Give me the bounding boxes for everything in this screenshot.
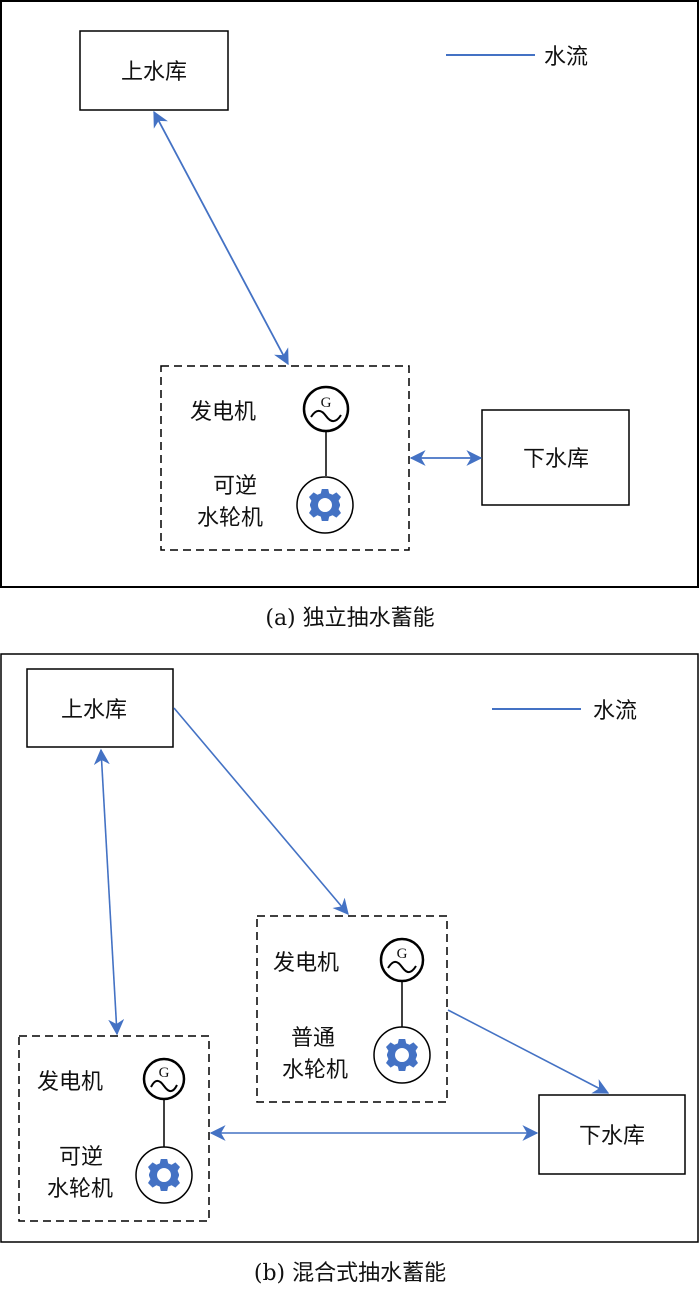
lower-reservoir-label: 下水库 <box>579 1124 645 1149</box>
legend-label: 水流 <box>593 699 637 724</box>
panel-a-frame <box>0 0 699 588</box>
generator-icon: G <box>302 385 350 433</box>
reversible-unit-a: 发电机 可逆 水轮机 G <box>160 365 410 551</box>
legend-b: 水流 <box>492 699 637 724</box>
generator-label: 发电机 <box>273 951 339 976</box>
generator-symbol: G <box>321 395 332 411</box>
upper-reservoir-b: 上水库 <box>26 668 174 748</box>
caption-a: (a) 独立抽水蓄能 <box>265 606 434 631</box>
flow-arrow-conventional-to-lower <box>447 1009 610 1094</box>
generator-label: 发电机 <box>190 400 256 425</box>
reversible-unit-b: 发电机 可逆 水轮机 G <box>18 1035 210 1222</box>
turbine-label-line2: 水轮机 <box>197 506 263 531</box>
lower-reservoir-box <box>481 409 630 506</box>
turbine-label-line1: 可逆 <box>59 1145 103 1170</box>
unit-boundary <box>18 1035 210 1222</box>
legend-a: 水流 <box>446 45 588 70</box>
generator-icon: G <box>142 1057 186 1101</box>
panel-b-frame <box>0 653 699 1243</box>
lower-reservoir-b: 下水库 <box>538 1094 686 1175</box>
turbine-label-line1: 可逆 <box>213 474 257 499</box>
upper-reservoir-box <box>26 668 174 748</box>
turbine-icon <box>373 1026 431 1084</box>
generator-label: 发电机 <box>37 1070 103 1095</box>
conventional-unit-b: 发电机 普通 水轮机 G <box>256 915 448 1103</box>
turbine-label-line2: 水轮机 <box>282 1058 348 1083</box>
lower-reservoir-label: 下水库 <box>523 447 589 472</box>
legend-label: 水流 <box>544 45 588 70</box>
upper-reservoir-a: 上水库 <box>79 30 229 111</box>
generator-symbol: G <box>159 1065 170 1081</box>
generator-symbol: G <box>397 946 408 962</box>
panel-b: 上水库 水流 发电机 普通 水轮机 G 发电机 <box>0 653 699 1243</box>
lower-reservoir-a: 下水库 <box>481 409 630 506</box>
caption-b: (b) 混合式抽水蓄能 <box>254 1261 446 1286</box>
unit-boundary <box>160 365 410 551</box>
upper-reservoir-label: 上水库 <box>61 698 127 723</box>
flow-arrow-upper-to-unit <box>153 110 289 366</box>
upper-reservoir-label: 上水库 <box>121 60 187 85</box>
turbine-label-line1: 普通 <box>291 1026 335 1051</box>
turbine-icon <box>135 1146 193 1204</box>
flow-arrow-upper-to-conventional <box>173 707 349 916</box>
turbine-label-line2: 水轮机 <box>47 1177 113 1202</box>
flow-arrow-upper-to-reversible <box>93 748 125 1036</box>
unit-boundary <box>256 915 448 1103</box>
turbine-icon <box>296 476 354 534</box>
upper-reservoir-box <box>79 30 229 111</box>
panel-a: 上水库 水流 发电机 可逆 水轮机 G 下 <box>0 0 699 588</box>
lower-reservoir-box <box>538 1094 686 1175</box>
generator-icon: G <box>379 937 425 983</box>
